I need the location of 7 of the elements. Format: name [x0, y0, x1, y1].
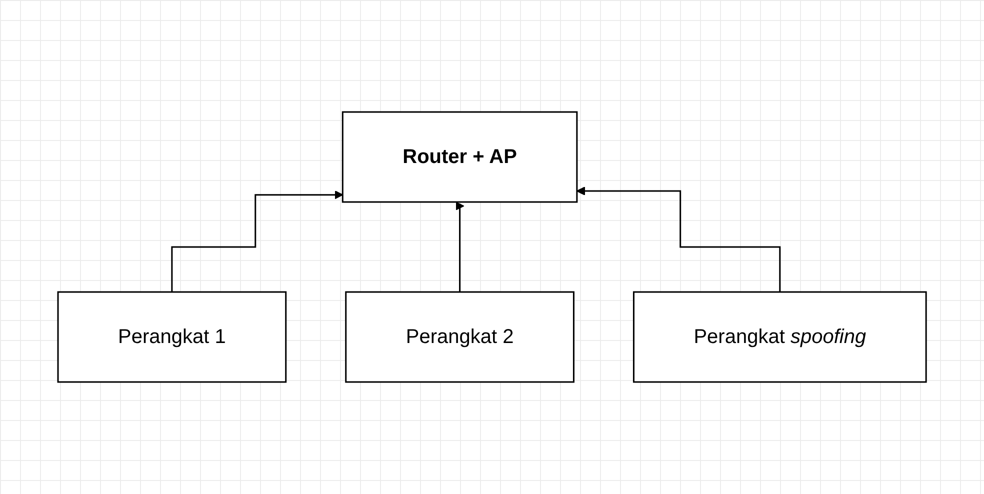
arrow: [455, 202, 464, 293]
node-box: Perangkat spoofing: [632, 291, 927, 383]
node-box: Perangkat 1: [57, 291, 287, 383]
arrow: [576, 186, 781, 293]
node-box: Router + AP: [342, 111, 578, 203]
arrow: [171, 190, 344, 293]
node-box: Perangkat 2: [345, 291, 574, 383]
